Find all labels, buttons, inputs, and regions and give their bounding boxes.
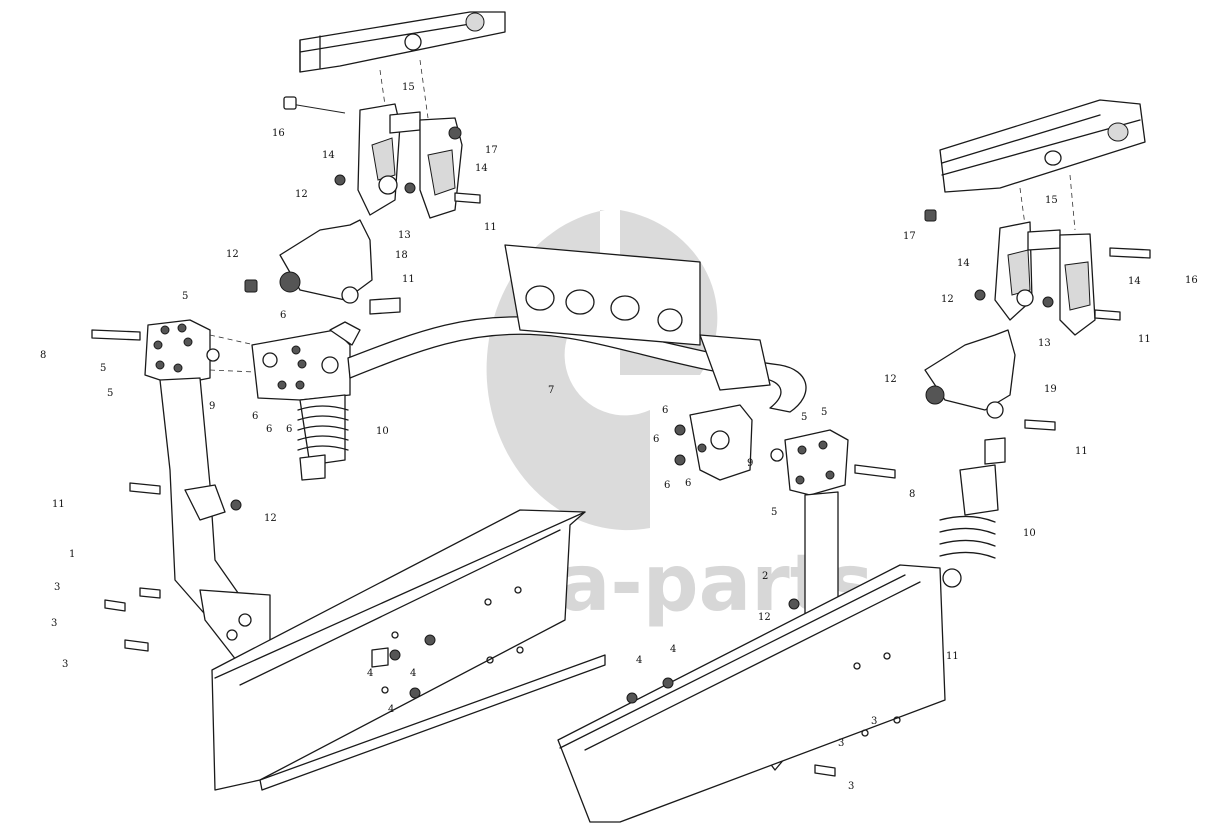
callout-number: 14 xyxy=(957,258,970,269)
callout-number: 16 xyxy=(1185,275,1198,286)
callout-number: 12 xyxy=(884,374,897,385)
callout-number: 6 xyxy=(664,480,670,491)
callout-number: 10 xyxy=(1023,528,1036,539)
callout-number: 14 xyxy=(322,150,335,161)
callout-number: 17 xyxy=(903,231,916,242)
callout-number: 10 xyxy=(376,426,389,437)
callout-number: 3 xyxy=(838,738,844,749)
callout-number: 4 xyxy=(367,668,373,679)
callout-number: 6 xyxy=(252,411,258,422)
left-upper-bracket xyxy=(91,319,256,386)
callout-number: 18 xyxy=(395,250,408,261)
left-lower-frame-rail xyxy=(211,509,606,791)
callout-number: 3 xyxy=(54,582,60,593)
callout-number: 4 xyxy=(388,704,394,715)
right-shackle-assembly xyxy=(924,209,1151,336)
right-upper-bracket xyxy=(770,429,896,496)
callout-number: 6 xyxy=(662,405,668,416)
callout-number: 3 xyxy=(848,781,854,792)
callout-number: 12 xyxy=(264,513,277,524)
callout-number: 15 xyxy=(1045,195,1058,206)
callout-number: 11 xyxy=(52,499,65,510)
callout-number: 9 xyxy=(209,401,215,412)
callout-number: 12 xyxy=(226,249,239,260)
callout-number: 13 xyxy=(398,230,411,241)
callout-number: 6 xyxy=(280,310,286,321)
right-lower-frame-rail xyxy=(557,564,946,823)
callout-number: 11 xyxy=(484,222,497,233)
callout-number: 6 xyxy=(286,424,292,435)
callout-number: 9 xyxy=(747,458,753,469)
callout-number: 3 xyxy=(62,659,68,670)
callout-number: 12 xyxy=(758,612,771,623)
right-leveling-valve xyxy=(924,329,1056,431)
callout-number: 3 xyxy=(51,618,57,629)
callout-number: 6 xyxy=(653,434,659,445)
left-leveling-valve xyxy=(244,219,401,315)
left-frame-rail xyxy=(299,11,506,119)
callout-number: 4 xyxy=(670,644,676,655)
callout-number: 4 xyxy=(410,668,416,679)
left-shock-absorber xyxy=(297,321,361,481)
callout-number: 12 xyxy=(295,189,308,200)
callout-number: 5 xyxy=(107,388,113,399)
callout-number: 11 xyxy=(402,274,415,285)
callout-number: 5 xyxy=(821,407,827,418)
callout-number: 1 xyxy=(69,549,75,560)
right-shock-bracket xyxy=(674,404,753,481)
callout-number: 12 xyxy=(941,294,954,305)
callout-number: 4 xyxy=(636,655,642,666)
left-suspension-arm xyxy=(104,377,271,666)
callout-number: 15 xyxy=(402,82,415,93)
callout-number: 11 xyxy=(1138,334,1151,345)
callout-number: 2 xyxy=(762,571,768,582)
callout-number: 6 xyxy=(685,478,691,489)
right-frame-rail xyxy=(939,99,1146,231)
left-shackle-assembly xyxy=(283,96,481,219)
callout-number: 14 xyxy=(475,163,488,174)
callout-number: 5 xyxy=(771,507,777,518)
callout-number: 5 xyxy=(801,412,807,423)
callout-number: 13 xyxy=(1038,338,1051,349)
callout-number: 17 xyxy=(485,145,498,156)
left-shock-bracket xyxy=(251,329,351,401)
cross-tube-crossbar xyxy=(347,244,807,413)
callout-number: 7 xyxy=(548,385,554,396)
callout-number: 8 xyxy=(909,489,915,500)
callout-number: 3 xyxy=(871,716,877,727)
callout-number: 5 xyxy=(182,291,188,302)
callout-number: 11 xyxy=(1075,446,1088,457)
callout-number: 19 xyxy=(1044,384,1057,395)
callout-number: 5 xyxy=(100,363,106,374)
callout-number: 8 xyxy=(40,350,46,361)
callout-number: 6 xyxy=(266,424,272,435)
callout-number: 11 xyxy=(946,651,959,662)
right-shock-absorber xyxy=(939,437,1006,588)
callout-number: 14 xyxy=(1128,276,1141,287)
callout-number: 16 xyxy=(272,128,285,139)
